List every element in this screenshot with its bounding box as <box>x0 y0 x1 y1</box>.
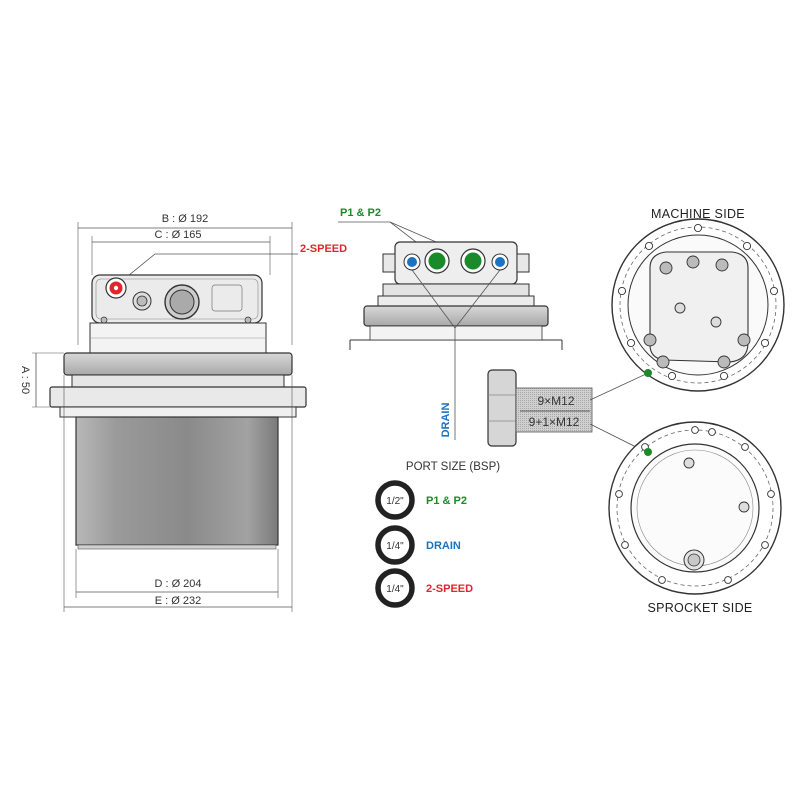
port-size-2: 1/4" <box>386 541 404 552</box>
port-block-view: P1 & P2 DRAIN <box>338 207 563 440</box>
dimension-c: C : Ø 165 <box>154 229 201 241</box>
port-ring-1 <box>375 480 415 520</box>
dimension-d: D : Ø 204 <box>154 578 201 590</box>
label-p1-p2-top: P1 & P2 <box>340 207 381 219</box>
sprocket-side-title: SPROCKET SIDE <box>647 601 752 615</box>
sprocket-side-view: SPROCKET SIDE <box>608 421 782 615</box>
bolt-machine-spec: 9×M12 <box>537 394 574 408</box>
port-label-3: 2-SPEED <box>426 583 473 595</box>
dimension-a: A : 50 <box>19 366 31 394</box>
machine-side-title: MACHINE SIDE <box>651 207 745 221</box>
port-label-2: DRAIN <box>426 540 461 552</box>
port-ring-2 <box>375 525 415 565</box>
sprocket-side-marker-icon <box>644 448 652 456</box>
dimension-b: B : Ø 192 <box>162 213 208 225</box>
port-label-1: P1 & P2 <box>426 495 467 507</box>
machine-side-marker-icon <box>644 369 652 377</box>
port-size-3: 1/4" <box>386 584 404 595</box>
machine-side-view: MACHINE SIDE <box>611 207 785 392</box>
port-size-title: PORT SIZE (BSP) <box>406 461 500 473</box>
port-ring-3 <box>375 568 415 608</box>
bolt-sprocket-spec: 9+1×M12 <box>529 415 580 429</box>
port-size-legend: PORT SIZE (BSP) 1/2" P1 & P2 1/4" DRAIN … <box>375 461 500 608</box>
port-size-1: 1/2" <box>386 496 404 507</box>
bolt-illustration: 9×M12 9+1×M12 <box>487 369 647 453</box>
dimension-e: E : Ø 232 <box>155 595 201 607</box>
motor-side-view: B : Ø 192 C : Ø 165 D : Ø 204 E : Ø 232 … <box>19 213 347 612</box>
label-two-speed: 2-SPEED <box>300 243 347 255</box>
label-drain-vertical: DRAIN <box>440 403 452 438</box>
